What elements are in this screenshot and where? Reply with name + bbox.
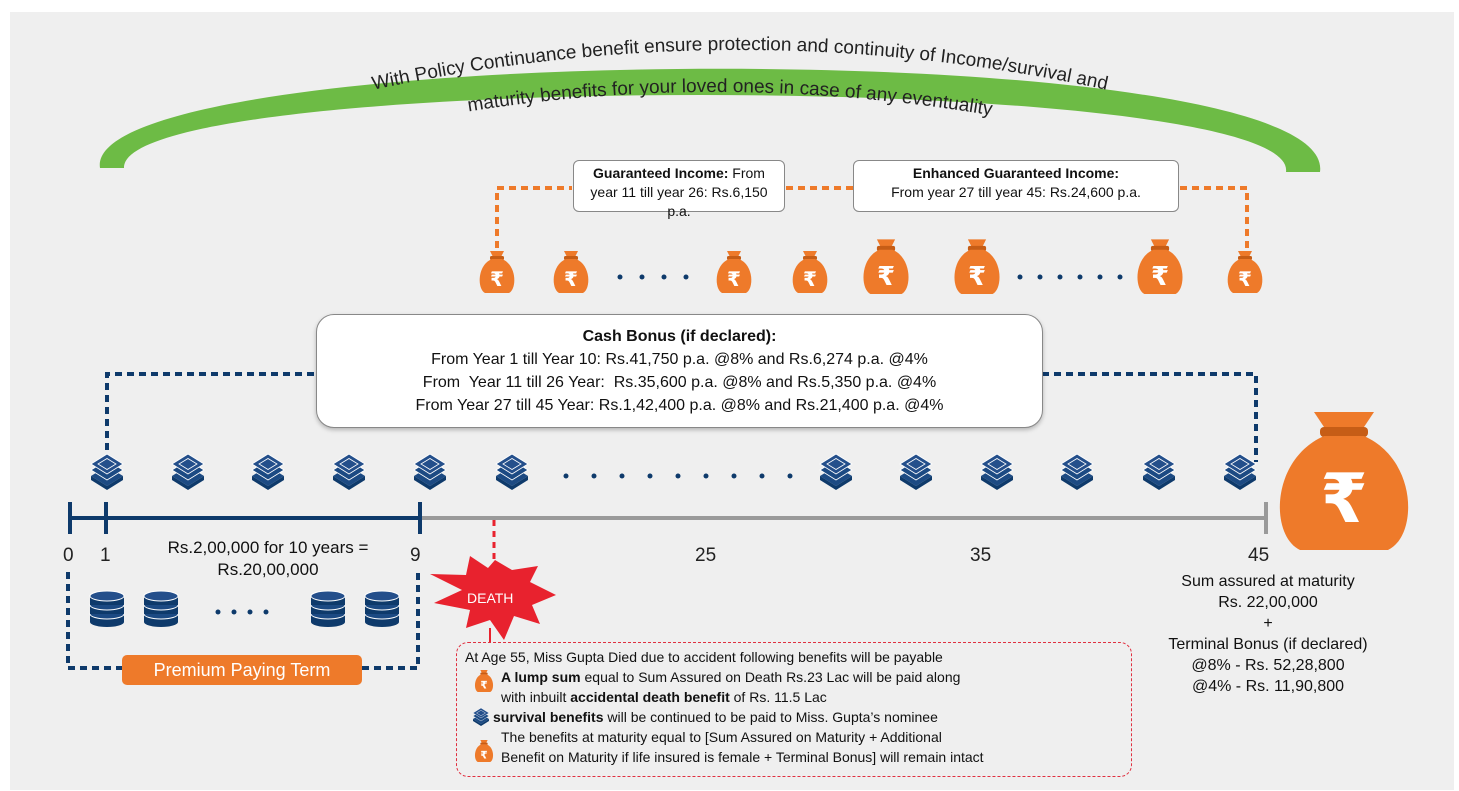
svg-text:₹: ₹ [1320,460,1367,539]
enhanced-income-text: From year 27 till year 45: Rs.24,600 p.a… [891,184,1141,200]
cash-bonus-line: From Year 11 till 26 Year: Rs.35,600 p.a… [422,374,937,391]
cash-stack-icon [1223,453,1257,491]
maturity-bag-icon: ₹ [1279,412,1409,550]
death-intro: At Age 55, Miss Gupta Died due to accide… [465,649,943,665]
cash-bonus-box: Cash Bonus (if declared): From Year 1 ti… [316,314,1043,428]
death-burst [430,556,556,640]
cash-stack-icon [495,453,529,491]
guaranteed-income-text-a: From [728,165,765,181]
death-label: DEATH [467,590,514,606]
rupee-bag-icon [954,239,1000,294]
guaranteed-income-label: Guaranteed Income: [593,165,729,181]
death-benefits-box: At Age 55, Miss Gupta Died due to accide… [456,642,1132,777]
premium-amount-line1: Rs.2,00,000 for 10 years = [167,538,369,557]
timeline-label-35: 35 [970,545,992,566]
cash-bonus-title: Cash Bonus (if declared): [582,328,777,345]
premium-term-bracket [66,572,420,670]
cash-stack-icon [1142,453,1176,491]
cash-stack-icon [1060,453,1094,491]
maturity-line: Terminal Bonus (if declared) [1168,636,1368,653]
survival-text: will be continued to be paid to Miss. Gu… [603,709,938,725]
ellipsis-dots [617,274,1123,280]
lump-sum-text: equal to Sum Assured on Death Rs.23 Lac … [580,669,961,685]
premium-amount-text: Rs.2,00,000 for 10 years = Rs.20,00,000 [128,537,408,581]
coin-stack-icon [310,590,346,628]
rupee-bag-icon [1227,251,1263,293]
rupee-bag-icon [474,740,494,762]
cash-stack-icon [980,453,1014,491]
timeline-label-45: 45 [1248,545,1270,566]
coin-stack-icon [364,590,400,628]
cash-stack-icon [90,453,124,491]
survival-bold: survival benefits [493,709,604,725]
continuance-arc [99,68,1321,172]
cash-stack-icon [413,453,447,491]
accidental-benefit-bold: accidental death benefit [570,689,730,705]
timeline-label-25: 25 [695,545,717,566]
premium-amount-line2: Rs.20,00,000 [217,560,319,579]
timeline [68,502,1268,534]
maturity-intact-item: The benefits at maturity equal to [Sum A… [465,727,1123,767]
cash-bonus-connector [105,372,1258,462]
cash-stack-icon [899,453,933,491]
ellipsis-dots [563,473,793,479]
ellipsis-dots [215,609,269,615]
maturity-line: + [1263,615,1273,632]
guaranteed-income-text-b: year 11 till year 26: Rs.6,150 p.a. [590,184,768,219]
cash-bonus-line: From Year 1 till Year 10: Rs.41,750 p.a.… [431,351,928,368]
cash-bonus-line: From Year 27 till 45 Year: Rs.1,42,400 p… [415,397,944,414]
rupee-bag-icon [479,251,515,293]
guaranteed-income-box: Guaranteed Income: From year 11 till yea… [573,160,785,219]
cash-stack-icon [332,453,366,491]
coin-stack-icon [143,590,179,628]
coin-stack-icon [89,590,125,628]
timeline-label-0: 0 [63,545,74,566]
maturity-line: Rs. 22,00,000 [1218,594,1318,611]
timeline-label-9: 9 [410,545,421,566]
maturity-line: Sum assured at maturity [1181,573,1355,590]
enhanced-income-box: Enhanced Guaranteed Income: From year 27… [853,160,1179,212]
maturity-intact-line1: The benefits at maturity equal to [Sum A… [501,729,942,745]
lump-sum-item: A lump sum equal to Sum Assured on Death… [465,667,1123,707]
maturity-line: @8% - Rs. 52,28,800 [1191,657,1345,674]
lump-sum-bold: A lump sum [501,669,581,685]
income-connector [495,186,1249,248]
cash-stack-icon [171,453,205,491]
rupee-bag-icon [1137,239,1183,294]
enhanced-income-label: Enhanced Guaranteed Income: [912,165,1120,181]
rupee-bag-icon [863,239,909,294]
maturity-intact-line2: Benefit on Maturity if life insured is f… [501,749,984,765]
cash-stack-icon [472,707,490,727]
timeline-label-1: 1 [100,545,111,566]
rupee-bag-icon [474,670,494,692]
cash-stack-icon [819,453,853,491]
lump-sum-text2a: with inbuilt [501,689,571,705]
maturity-line: @4% - Rs. 11,90,800 [1191,678,1345,695]
maturity-benefit-text: Sum assured at maturity Rs. 22,00,000 + … [1138,571,1398,697]
cash-stack-icon [251,453,285,491]
premium-paying-term-label: Premium Paying Term [122,655,362,685]
survival-item: survival benefits will be continued to b… [465,707,1123,727]
lump-sum-text2b: of Rs. 11.5 Lac [729,689,827,705]
rupee-bag-icon [553,251,589,293]
rupee-bag-icon [792,251,828,293]
rupee-bag-icon [716,251,752,293]
